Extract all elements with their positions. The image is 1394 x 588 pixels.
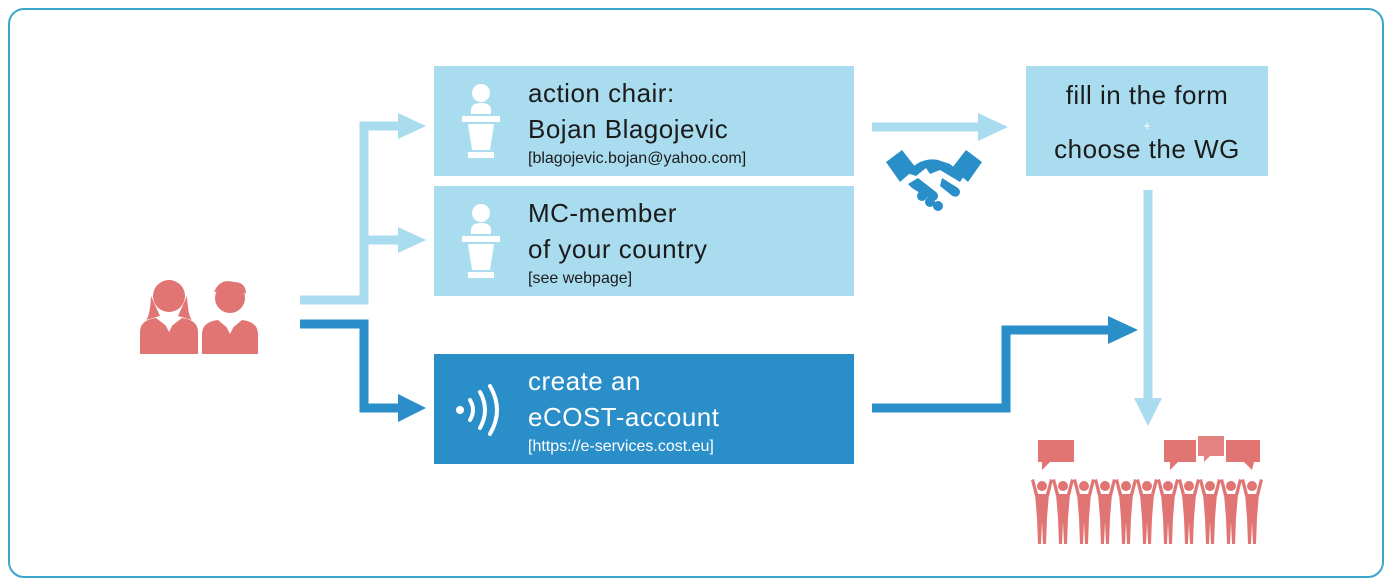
crowd-with-speech-bubbles-icon <box>1031 436 1263 544</box>
handshake-icon <box>886 150 982 211</box>
cheering-person <box>1073 479 1095 544</box>
mc-member-box: MC-member of your country [see webpage] <box>434 186 854 296</box>
ecost-account-box: create an eCOST-account [https://e-servi… <box>434 354 854 464</box>
dark-connectors <box>300 319 1110 413</box>
light-connectors <box>300 121 1153 400</box>
cheering-person <box>1136 479 1158 544</box>
ecost-subtitle: eCOST-account <box>528 402 720 432</box>
podium-icon <box>462 84 500 158</box>
cheering-person <box>1241 479 1263 544</box>
wireless-signal-icon <box>456 384 499 436</box>
cheering-person <box>1094 479 1116 544</box>
form-box: fill in the form + choose the WG <box>1026 66 1268 176</box>
chair-title: action chair: <box>528 78 675 108</box>
form-line1: fill in the form <box>1065 80 1229 110</box>
cheering-person <box>1199 479 1221 544</box>
chair-email[interactable]: [blagojevic.bojan@yahoo.com] <box>528 150 747 167</box>
speech-bubbles <box>1038 436 1260 470</box>
cheering-person <box>1031 479 1053 544</box>
mc-title: MC-member <box>528 198 677 228</box>
cheering-person <box>1115 479 1137 544</box>
light-arrowheads <box>398 113 1162 426</box>
plus-sign: + <box>1143 118 1151 133</box>
form-line2: choose the WG <box>1054 134 1240 164</box>
cheering-person <box>1157 479 1179 544</box>
two-people-icon <box>140 280 258 354</box>
ecost-title: create an <box>528 366 641 396</box>
cheering-person <box>1052 479 1074 544</box>
dark-arrowheads <box>398 316 1138 422</box>
ecost-url[interactable]: [https://e-services.cost.eu] <box>528 438 714 455</box>
chair-name: Bojan Blagojevic <box>528 114 729 144</box>
mc-subtitle: of your country <box>528 234 708 264</box>
mc-webpage-note: [see webpage] <box>528 270 633 287</box>
podium-icon <box>462 204 500 278</box>
diagram-frame <box>8 8 1384 578</box>
cheering-person <box>1178 479 1200 544</box>
action-chair-box: action chair: Bojan Blagojevic [blagojev… <box>434 66 854 176</box>
cheering-person <box>1220 479 1242 544</box>
